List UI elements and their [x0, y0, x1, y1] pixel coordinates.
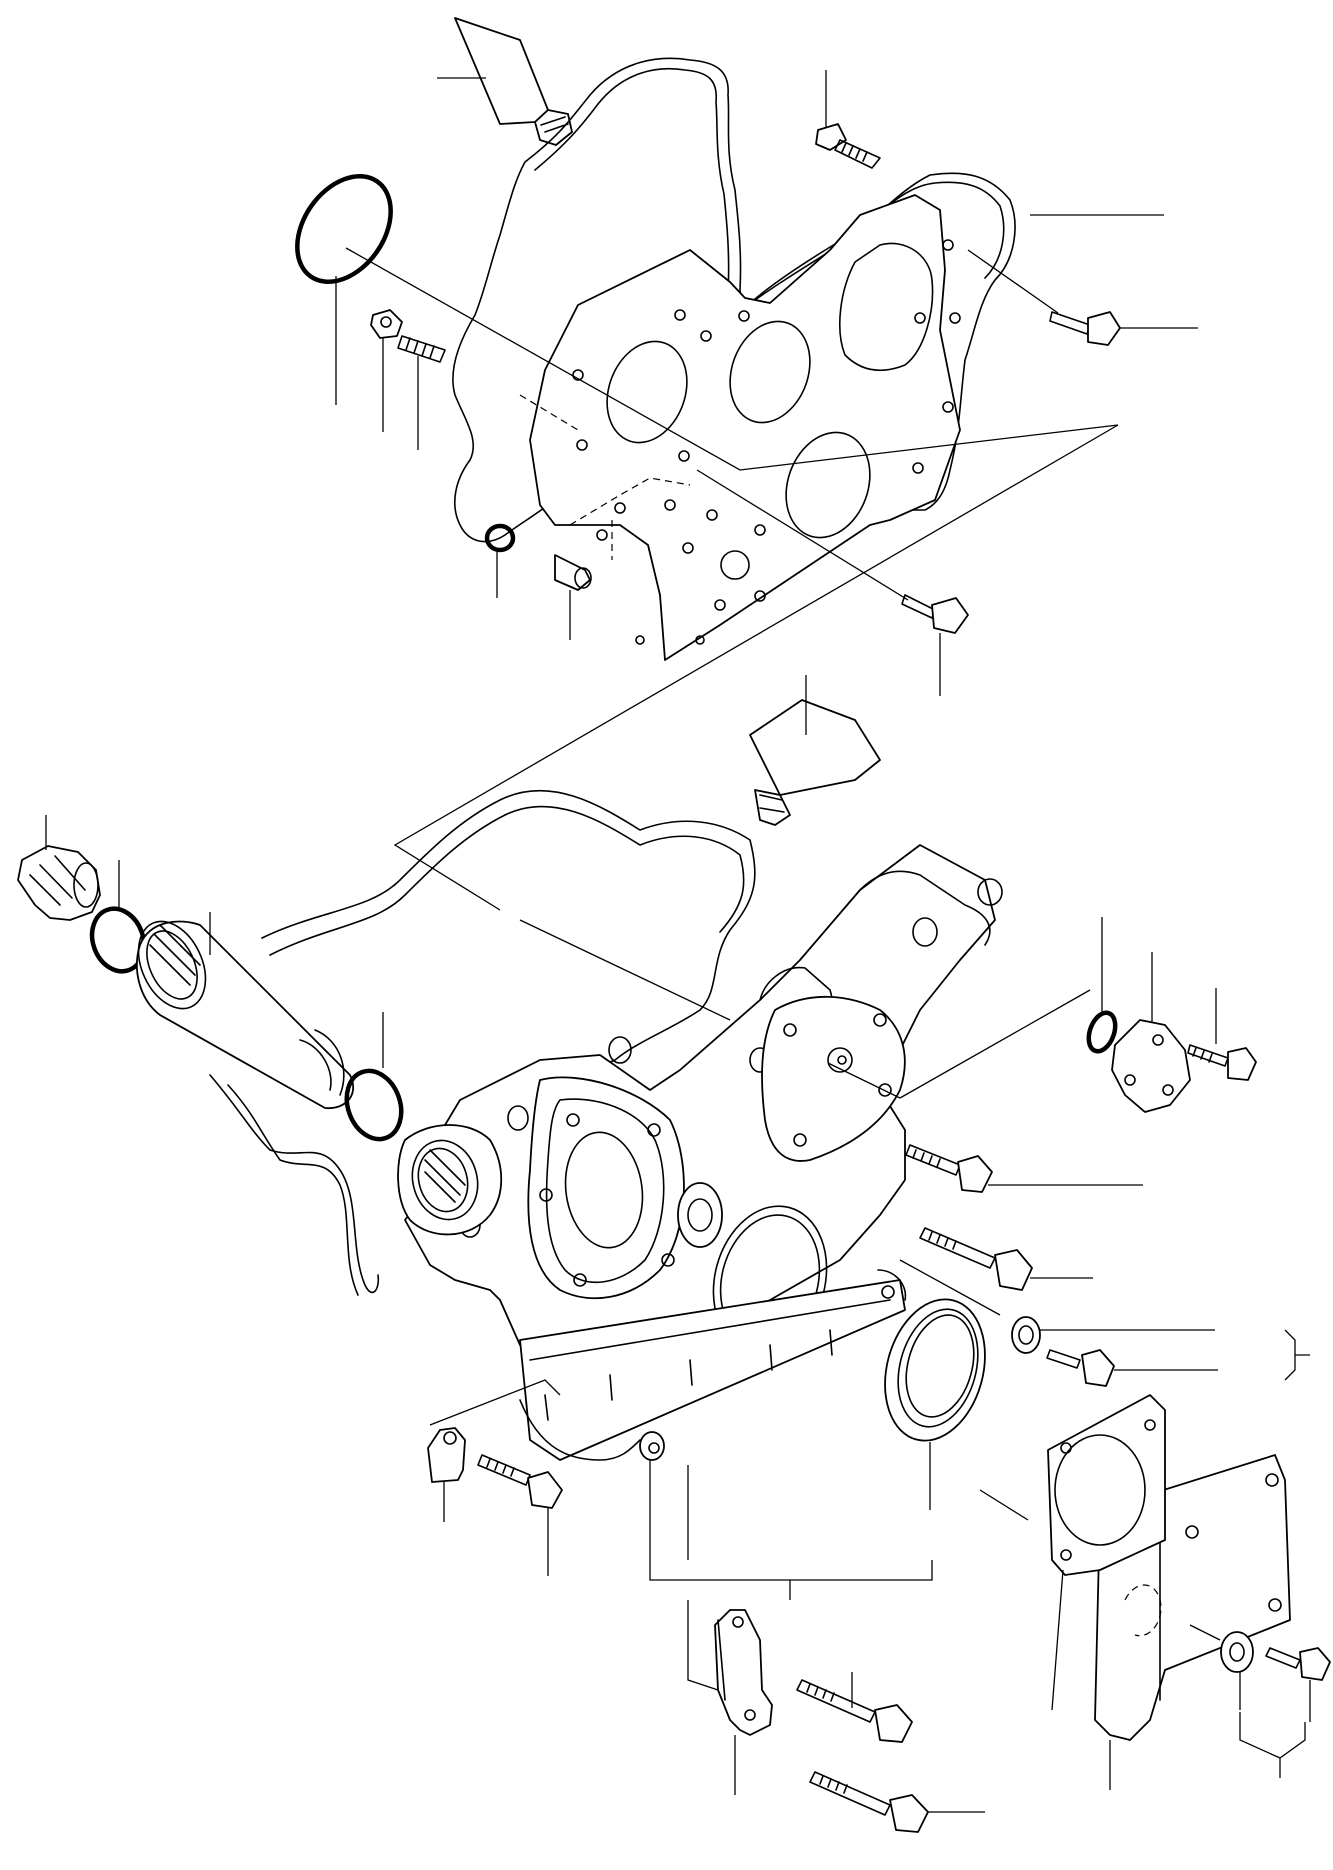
filler-tube [136, 912, 355, 1109]
stud-upper-left [397, 335, 446, 450]
reference-lines-upper [345, 247, 1119, 1021]
group-bracket-lines [649, 1460, 933, 1600]
gasket-timing-cover [209, 789, 756, 1296]
o-ring-filler [89, 860, 147, 974]
bolt-plate-lower [696, 469, 969, 696]
bolt-bracket-lower-1 [796, 1672, 913, 1743]
washer-right [899, 1259, 1215, 1354]
timing-gear-case [397, 844, 1003, 1461]
bolt-case-long-1 [905, 1144, 1143, 1193]
o-ring-filler-tube [344, 1012, 404, 1142]
filler-cap [17, 815, 101, 921]
sealant-tube-lower [749, 675, 881, 826]
bolt-cover-plate [1187, 988, 1257, 1081]
o-ring-cover-plate [1086, 917, 1118, 1054]
bolt-plate-top [815, 70, 881, 169]
bolt-right [1046, 1329, 1310, 1387]
bolt-case-long-2 [919, 1227, 1093, 1291]
bolt-bracket-lower-2 [809, 1771, 985, 1833]
hidden-lines [519, 394, 691, 560]
cover-plate [827, 952, 1191, 1113]
clip-left [427, 1379, 561, 1522]
bolt-bracket-right [1239, 1647, 1331, 1778]
bolt-plate-right [967, 249, 1198, 346]
bracket-lower [687, 1600, 773, 1795]
gasket-front-plate [452, 57, 1164, 543]
washer-bracket-right [1189, 1624, 1254, 1710]
sealant-tube-upper [437, 17, 573, 146]
o-ring-small-upper [484, 523, 516, 598]
gasket-bracket-right [979, 1394, 1166, 1711]
front-plate [529, 194, 961, 661]
nut-upper-left [370, 309, 403, 432]
o-ring-large-upper [295, 173, 393, 405]
oil-seal [884, 1298, 986, 1510]
bolt-clip-left [477, 1454, 563, 1576]
dowel-pin [554, 554, 592, 640]
